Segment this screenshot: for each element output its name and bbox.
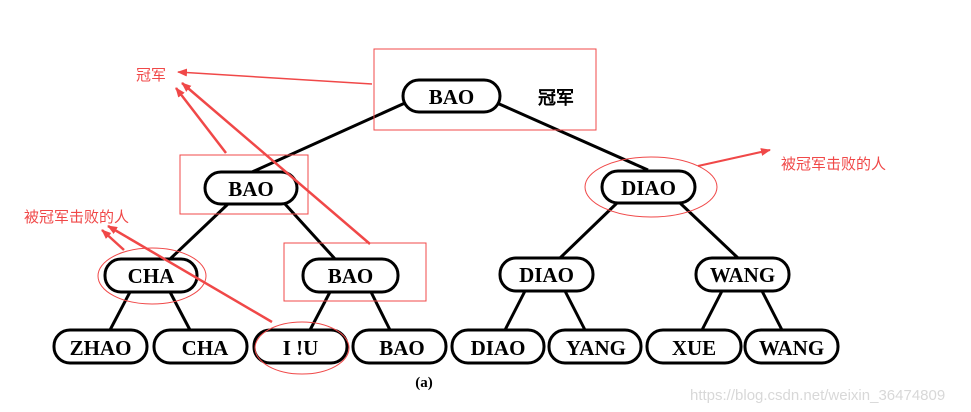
node-l2-1: BAO — [301, 257, 400, 294]
node-l1-right-label: DIAO — [621, 176, 676, 200]
edge-diao-yang — [563, 290, 587, 331]
edge-l1right-wang — [678, 201, 740, 260]
arrow-diao-to-defeated — [697, 148, 771, 167]
champion-label: 冠军 — [538, 88, 574, 109]
edge-l1left-cha — [167, 202, 230, 262]
defeated-annotation-left: 被冠军击败的人 — [24, 208, 129, 226]
leaf-node: DIAO — [450, 328, 546, 365]
leaf-label: ZHAO — [70, 336, 132, 360]
edge-l1left-bao — [283, 202, 338, 262]
node-l2-2-label: DIAO — [519, 263, 574, 287]
arrow-liu-to-defeated — [107, 224, 273, 324]
annotation-overlay — [97, 48, 771, 375]
figure-caption: (a) — [415, 375, 433, 391]
champion-highlight-box-root — [373, 48, 597, 131]
champion-annotation: 冠军 — [136, 66, 166, 84]
leaf-label: WANG — [759, 336, 824, 360]
edge-bao-liu — [308, 291, 332, 331]
tree-edges — [108, 101, 784, 331]
leaf-label: BAO — [379, 336, 425, 360]
edge-root-left — [251, 101, 406, 174]
defeated-highlight-ellipse-cha — [97, 247, 207, 305]
node-l2-1-label: BAO — [328, 264, 374, 288]
leaf-label: I !U — [283, 336, 319, 360]
champion-highlight-box-l2 — [283, 242, 427, 302]
edge-bao-bao — [369, 291, 392, 331]
leaf-label: XUE — [672, 336, 716, 360]
edge-cha-cha — [168, 291, 192, 331]
edge-cha-zhao — [108, 291, 132, 331]
leaf-node: YANG — [547, 328, 643, 365]
arrow-cha-to-defeated — [101, 229, 125, 251]
edge-root-right — [496, 101, 649, 172]
edge-wang-wang — [760, 290, 784, 331]
edge-wang-xue — [700, 290, 724, 331]
node-l2-3-label: WANG — [710, 263, 775, 287]
node-l2-0-label: CHA — [128, 264, 176, 288]
leaf-node: I !U — [252, 328, 349, 365]
champion-highlight-box-l1 — [179, 154, 309, 215]
node-l2-2: DIAO — [498, 256, 595, 293]
node-root-label: BAO — [429, 85, 475, 109]
node-l1-left: BAO — [203, 170, 299, 206]
edge-diao-diao — [503, 290, 527, 331]
watermark: https://blog.csdn.net/weixin_36474809 — [690, 387, 945, 404]
leaf-label: YANG — [566, 336, 626, 360]
leaf-label: CHA — [182, 336, 230, 360]
defeated-annotation-right: 被冠军击败的人 — [781, 155, 886, 173]
node-l2-0: CHA — [103, 257, 199, 294]
node-l1-left-label: BAO — [228, 177, 274, 201]
leaf-node: CHA — [152, 328, 249, 365]
defeated-highlight-ellipse-diao — [584, 156, 718, 218]
edge-l1right-diao — [558, 201, 619, 260]
node-l2-3: WANG — [694, 256, 791, 293]
defeated-highlight-ellipse-liu — [254, 321, 350, 375]
node-root: BAO — [401, 78, 502, 114]
arrow-l2-to-champion — [181, 82, 371, 245]
leaf-node: BAO — [351, 328, 448, 365]
arrow-l1-to-champion — [175, 87, 227, 154]
leaf-node: ZHAO — [52, 328, 149, 365]
leaf-row: ZHAO CHA I !U BAO DIAO YANG XUE WANG — [52, 328, 840, 365]
arrow-root-to-champion — [177, 68, 373, 85]
leaf-node: XUE — [645, 328, 743, 365]
leaf-node: WANG — [743, 328, 840, 365]
leaf-label: DIAO — [471, 336, 526, 360]
node-l1-right: DIAO — [600, 169, 697, 205]
